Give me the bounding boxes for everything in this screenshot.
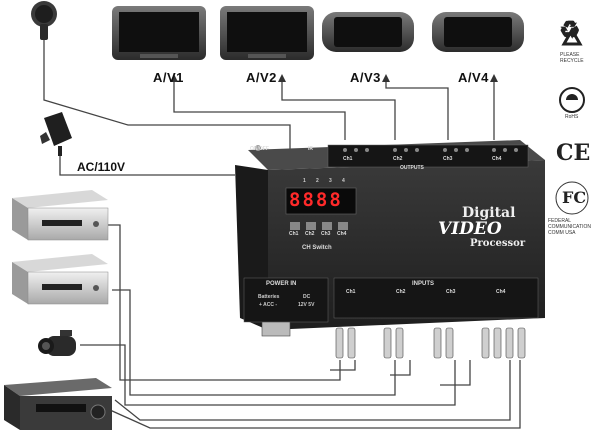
- ir-label: IR: [308, 146, 313, 152]
- power-adapter-icon: [40, 112, 72, 156]
- cables: [43, 40, 521, 429]
- power-connector: [261, 321, 291, 337]
- segment-display: 8888: [289, 189, 343, 211]
- in-ch4-label: Ch4: [496, 289, 506, 295]
- recycle-symbol: ♻: [559, 17, 581, 44]
- btn-ch2-label: Ch2: [305, 231, 315, 237]
- output-arrows: [170, 74, 498, 82]
- output-jacks: [343, 148, 518, 152]
- output-cable-2: [281, 80, 396, 140]
- recycle-icon: [561, 26, 583, 46]
- ch-number-2: 2: [316, 178, 319, 184]
- input-cable-3: [80, 344, 456, 406]
- in-ch2-label: Ch2: [396, 289, 406, 295]
- input-cable-1: [100, 224, 341, 381]
- in-ch1-label: Ch1: [346, 289, 356, 295]
- input-cable-7: [390, 360, 411, 376]
- input-cable-2: [112, 289, 396, 396]
- power-plug-icon: [31, 1, 57, 40]
- camera-icon: [38, 330, 76, 356]
- out-ch3-label: Ch3: [443, 156, 453, 162]
- rohs-text: RoHS: [565, 114, 579, 120]
- btn-ch1-label: Ch1: [289, 231, 299, 237]
- on-off-label: ON/OFF: [250, 146, 269, 152]
- dc-spec-label: 12V 5V: [298, 302, 315, 308]
- fcc-seal-icon: [555, 181, 589, 215]
- out-ch1-label: Ch1: [343, 156, 353, 162]
- input-cable-5: [109, 360, 521, 429]
- batteries-label: Batteries: [258, 294, 280, 300]
- ch-number-3: 3: [329, 178, 332, 184]
- btn-ch4-label: Ch4: [337, 231, 347, 237]
- output-cable-3: [385, 80, 449, 140]
- input-rca-plugs: [335, 327, 526, 359]
- ch-switch-label: CH Switch: [302, 245, 332, 251]
- brand-video: VIDEO: [438, 219, 502, 239]
- av4-label: A/V4: [458, 70, 489, 85]
- power-cable: [43, 40, 291, 150]
- monitor-3: [322, 12, 414, 52]
- power-in-title: POWER IN: [266, 281, 297, 287]
- brand-processor: Processor: [470, 238, 526, 249]
- inputs-title: INPUTS: [412, 281, 435, 287]
- av2-label: A/V2: [246, 70, 277, 85]
- monitor-1: [112, 6, 206, 60]
- dc-label: DC: [303, 294, 311, 300]
- btn-ch3-label: Ch3: [321, 231, 331, 237]
- input-cable-6: [330, 360, 356, 371]
- brand-digital: Digital: [462, 205, 516, 221]
- video-processor-device: [235, 140, 545, 330]
- in-ch3-label: Ch3: [446, 289, 456, 295]
- dvd-player-1: [12, 190, 109, 241]
- monitor-2: [220, 6, 314, 60]
- input-cable-4: [114, 360, 511, 421]
- ch-number-4: 4: [342, 178, 345, 184]
- acc-label: + ACC -: [259, 302, 278, 308]
- dvr-recorder: [4, 378, 112, 430]
- ac-power-label: AC/110V: [77, 160, 126, 174]
- dvd-player-2: [12, 254, 109, 305]
- rohs-icon: [559, 87, 585, 113]
- out-ch4-label: Ch4: [492, 156, 502, 162]
- recycle-text: PLEASE RECYCLE: [560, 52, 584, 64]
- outputs-title: OUTPUTS: [400, 165, 424, 171]
- monitor-4: [432, 12, 524, 52]
- ch-number-1: 1: [303, 178, 306, 184]
- fcc-mark: FC: [562, 188, 587, 207]
- power-cable-2: [59, 150, 235, 176]
- av1-label: A/V1: [153, 70, 184, 85]
- ce-mark: CE: [556, 140, 591, 166]
- out-ch2-label: Ch2: [393, 156, 403, 162]
- fcc-text: FEDERAL COMMUNICATION COMM USA: [548, 218, 591, 236]
- output-cable-1: [173, 80, 346, 140]
- input-cable-8: [440, 360, 471, 386]
- av3-label: A/V3: [350, 70, 381, 85]
